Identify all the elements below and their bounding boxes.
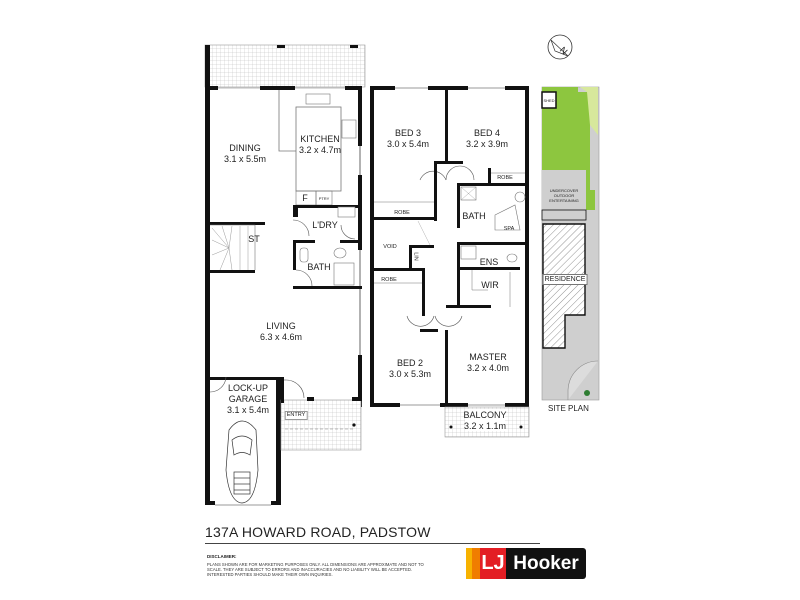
room-label-storage: ST xyxy=(248,234,260,244)
disclaimer-heading: DISCLAIMER: xyxy=(207,554,237,559)
room-label-pantry: PTRY xyxy=(318,196,330,201)
compass-icon: N xyxy=(547,34,573,60)
room-label-bath-ground: BATH xyxy=(307,262,331,272)
site-plan xyxy=(541,86,600,401)
logo-mark: LJ xyxy=(480,548,506,579)
svg-text:N: N xyxy=(558,45,570,57)
lj-hooker-logo: LJ Hooker xyxy=(466,548,586,579)
property-address: 137A HOWARD ROAD, PADSTOW xyxy=(205,524,431,540)
ground-floor xyxy=(204,44,366,506)
room-label-robe-bed-2: ROBE xyxy=(381,277,397,283)
room-label-void: VOID xyxy=(383,244,397,250)
room-label-ensuite: ENS xyxy=(479,257,499,267)
logo-yellow-stripe xyxy=(466,548,474,579)
room-label-bath-first: BATH xyxy=(462,211,486,221)
car-icon xyxy=(225,420,259,504)
room-label-laundry: L'DRY xyxy=(312,220,338,230)
logo-orange-stripe xyxy=(472,548,482,579)
room-label-entry: ENTRY xyxy=(284,411,308,420)
title-divider xyxy=(205,543,540,544)
first-floor xyxy=(370,86,530,438)
room-label-robe-bed-4: ROBE xyxy=(497,175,513,181)
logo-name: Hooker xyxy=(506,548,586,579)
room-label-linen: LIN xyxy=(412,252,419,261)
room-label-wir: WIR xyxy=(481,280,499,290)
site-outdoor-label: UNDERCOVER OUTDOOR ENTERTAINING xyxy=(549,188,579,203)
room-label-fridge: F xyxy=(302,193,308,203)
room-label-robe-bed-3: ROBE xyxy=(394,210,410,216)
room-label-spa: SPA xyxy=(503,226,515,232)
site-residence-label: RESIDENCE xyxy=(542,274,588,285)
site-plan-label: SITE PLAN xyxy=(548,404,589,413)
disclaimer-text: PLANS SHOWN ARE FOR MARKETING PURPOSES O… xyxy=(207,562,424,578)
site-shed-label: SHED xyxy=(543,98,555,103)
